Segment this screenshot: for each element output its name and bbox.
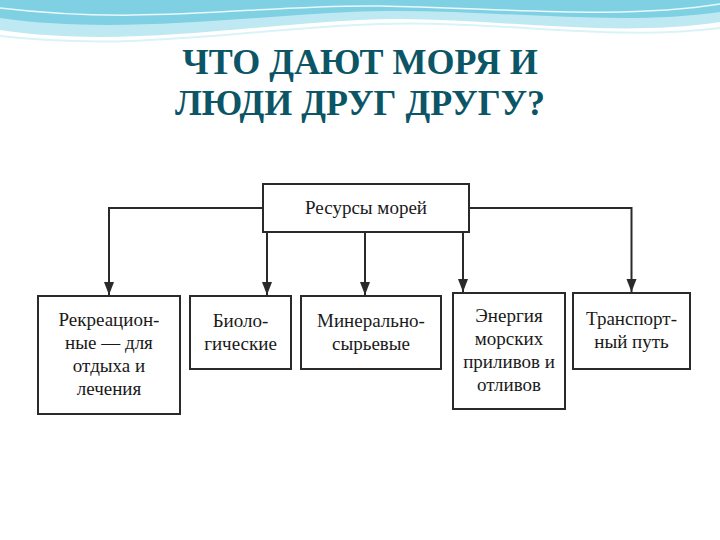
category-box: Рекреацион- ные — для отдыха и лечения <box>37 295 181 415</box>
connector <box>109 208 262 295</box>
wave-line <box>0 24 720 42</box>
wave-band <box>0 0 720 25</box>
category-box: Биоло- гические <box>189 295 292 370</box>
box-label: Минерально- сырьевые <box>308 310 434 356</box>
category-box: Энергия морских приливов и отливов <box>452 292 566 410</box>
category-box: Транспорт- ный путь <box>572 292 691 370</box>
arrow-head <box>627 279 637 292</box>
slide-title: ЧТО ДАЮТ МОРЯ И ЛЮДИ ДРУГ ДРУГУ? <box>80 42 640 125</box>
arrow-head <box>262 282 272 295</box>
box-label: Рекреацион- ные — для отдыха и лечения <box>45 309 173 400</box>
box-label: Энергия морских приливов и отливов <box>460 305 558 396</box>
category-box: Минерально- сырьевые <box>300 295 442 370</box>
box-label: Биоло- гические <box>197 310 284 356</box>
arrow-head <box>360 282 370 295</box>
arrow-head <box>104 282 114 295</box>
box-label: Транспорт- ный путь <box>580 308 683 354</box>
connector <box>470 208 632 292</box>
arrow-head <box>458 279 468 292</box>
root-box: Ресурсы морей <box>262 183 470 233</box>
box-label: Ресурсы морей <box>305 197 427 220</box>
wave-line <box>0 4 720 15</box>
